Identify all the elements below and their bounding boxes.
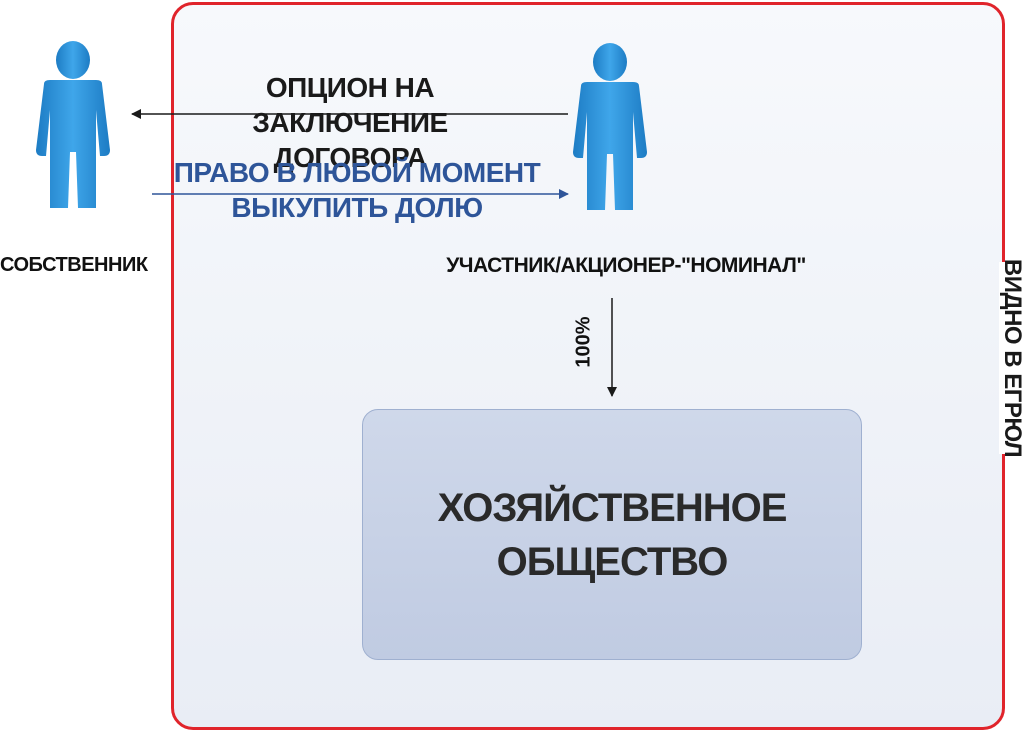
- frame-label-box: ВИДНО В ЕГРЮЛ: [999, 258, 1024, 458]
- nominee-label: УЧАСТНИК/АКЦИОНЕР-"НОМИНАЛ": [446, 254, 806, 277]
- company-box: ХОЗЯЙСТВЕННОЕ ОБЩЕСТВО: [362, 409, 862, 660]
- buyout-right-label: ПРАВО В ЛЮБОЙ МОМЕНТ ВЫКУПИТЬ ДОЛЮ: [173, 157, 541, 223]
- ownership-percent: 100%: [572, 316, 595, 368]
- egrul-visible-label: ВИДНО В ЕГРЮЛ: [999, 258, 1024, 458]
- option-arrow-label: ОПЦИОН НА ЗАКЛЮЧЕНИЕ ДОГОВОРА: [252, 72, 448, 173]
- company-label: ХОЗЯЙСТВЕННОЕ ОБЩЕСТВО: [437, 485, 788, 584]
- owner-label: СОБСТВЕННИК: [0, 254, 148, 276]
- nominee-person-icon: [573, 43, 647, 210]
- owner-person-icon: [36, 41, 110, 208]
